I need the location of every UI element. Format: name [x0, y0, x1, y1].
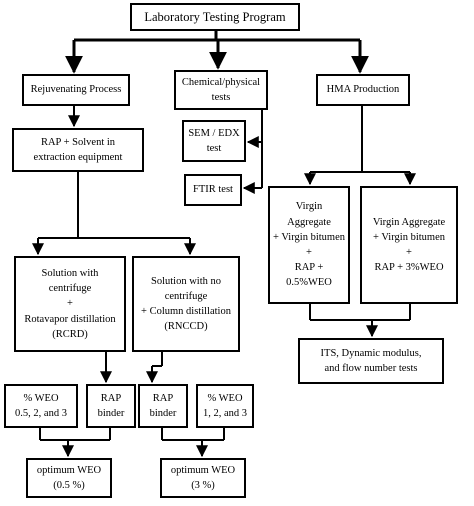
- node-rap-binder-right: RAP binder: [138, 384, 188, 428]
- node-text: + Virgin bitumen: [373, 231, 445, 243]
- node-text: optimum WEO: [36, 464, 102, 476]
- node-text: 0.5, 2, and 3: [15, 408, 67, 419]
- node-weo-1-2-3: % WEO 1, 2, and 3: [196, 384, 254, 428]
- node-optimum-weo-0-5: optimum WEO (0.5 %): [26, 458, 112, 498]
- node-text: % WEO: [23, 392, 59, 404]
- node-text: ITS, Dynamic modulus,: [320, 347, 422, 359]
- node-text: +: [406, 247, 412, 258]
- node-weo-0-5-2-3: % WEO 0.5, 2, and 3: [4, 384, 78, 428]
- node-text: RAP: [100, 392, 122, 404]
- node-text: +: [67, 298, 73, 310]
- node-text: Solution with no: [150, 275, 221, 287]
- node-text: FTIR test: [193, 184, 233, 196]
- node-hma-production: HMA Production: [316, 74, 410, 106]
- node-text: RAP + 3%WEO: [374, 262, 444, 274]
- node-text: + Column distillation: [141, 306, 231, 317]
- node-text: binder: [97, 408, 125, 419]
- node-text: % WEO: [207, 392, 243, 404]
- node-text: tests: [211, 92, 231, 103]
- node-text: Virgin Aggregate: [372, 216, 446, 228]
- node-rcrd: Solution with centrifuge + Rotavapor dis…: [14, 256, 126, 352]
- node-sem-edx-test: SEM / EDX test: [182, 120, 246, 162]
- node-rnccd: Solution with no centrifuge + Column dis…: [132, 256, 240, 352]
- node-text: RAP +: [294, 262, 324, 274]
- node-text: and flow number tests: [324, 363, 418, 374]
- node-text: 1, 2, and 3: [202, 408, 248, 419]
- node-text: Rejuvenating Process: [30, 84, 122, 96]
- node-ftir-test: FTIR test: [184, 174, 242, 206]
- node-text: Virgin: [295, 201, 323, 213]
- node-text: Rotavapor distillation: [24, 313, 116, 325]
- node-text: extraction equipment: [33, 152, 123, 163]
- node-rejuvenating-process: Rejuvenating Process: [22, 74, 130, 106]
- node-text: HMA Production: [326, 84, 400, 96]
- node-laboratory-testing-program: Laboratory Testing Program: [130, 3, 300, 31]
- node-text: Laboratory Testing Program: [144, 9, 286, 24]
- node-virgin-aggregate-0-5-weo: Virgin Aggregate + Virgin bitumen + RAP …: [268, 186, 350, 304]
- node-text: binder: [149, 408, 177, 419]
- node-text: centrifuge: [48, 283, 92, 295]
- node-rap-binder-left: RAP binder: [86, 384, 136, 428]
- node-text: (RCRD): [52, 328, 88, 340]
- node-text: centrifuge: [164, 290, 208, 302]
- node-text: 0.5%WEO: [286, 277, 332, 289]
- node-text: RAP: [152, 392, 174, 404]
- node-rap-solvent-extraction: RAP + Solvent in extraction equipment: [12, 128, 144, 172]
- node-text: (0.5 %): [53, 480, 85, 491]
- node-text: + Virgin bitumen: [273, 231, 345, 243]
- node-text: SEM / EDX: [188, 127, 240, 139]
- node-text: Solution with: [41, 267, 99, 279]
- node-text: test: [206, 143, 222, 154]
- node-text: (RNCCD): [164, 321, 208, 333]
- node-text: optimum WEO: [170, 464, 236, 476]
- node-chemical-physical-tests: Chemical/physical tests: [174, 70, 268, 110]
- node-text: +: [306, 247, 312, 258]
- node-text: Chemical/physical: [181, 76, 261, 88]
- node-virgin-aggregate-3-weo: Virgin Aggregate + Virgin bitumen + RAP …: [360, 186, 458, 304]
- node-text: RAP + Solvent in: [40, 136, 116, 148]
- node-text: (3 %): [191, 480, 215, 491]
- node-optimum-weo-3: optimum WEO (3 %): [160, 458, 246, 498]
- node-text: Aggregate: [287, 216, 331, 228]
- node-its-dynamic-modulus-flow-number: ITS, Dynamic modulus, and flow number te…: [298, 338, 444, 384]
